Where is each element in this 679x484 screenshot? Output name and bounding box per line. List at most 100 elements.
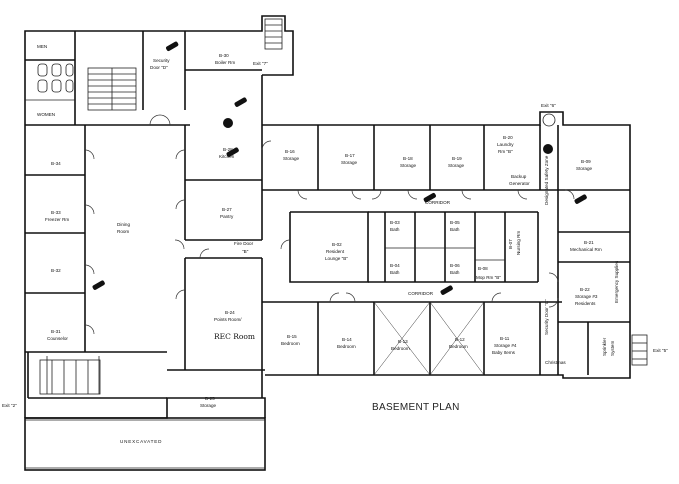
label-security-d-1: Security <box>153 58 170 63</box>
stair-icon <box>87 67 137 111</box>
stair-icon <box>631 334 648 366</box>
stair-icon <box>264 18 283 50</box>
label-b30-code: B-30 <box>219 53 229 58</box>
label-b17-name: Storage <box>341 160 358 165</box>
label-exit2: Exit "2" <box>2 403 17 408</box>
label-b16-name: Storage <box>283 156 300 161</box>
label-b02-code: B-02 <box>332 242 342 247</box>
left-wing-walls <box>24 15 294 471</box>
room-labels: MEN WOMEN Security Door "D" B-30 Boiler … <box>2 44 668 444</box>
stair-icon <box>39 359 101 395</box>
label-b08-name: Mop Rm "B" <box>476 275 501 280</box>
label-b20-name: Laundry <box>497 142 514 147</box>
label-backup-2: Generator <box>509 181 530 186</box>
label-b18-code: B-18 <box>403 156 413 161</box>
label-b13-code: B-13 <box>398 339 408 344</box>
label-b28-name: Kitchen <box>219 154 235 159</box>
label-b22-sub: Residents <box>575 301 596 306</box>
label-b09-code: B-09 <box>581 159 591 164</box>
label-b16-code: B-16 <box>285 149 295 154</box>
label-b15-name: Bedroom <box>281 341 300 346</box>
label-b19-code: B-19 <box>452 156 462 161</box>
label-b18-name: Storage <box>400 163 417 168</box>
label-b02-sub: Lounge "B" <box>325 256 348 261</box>
label-b12-code: B-12 <box>455 337 465 342</box>
label-b24-name: Points Room/ <box>214 317 242 322</box>
label-b21-name: Mechanical Rm <box>570 247 602 252</box>
label-b03-code: B-03 <box>390 220 400 225</box>
label-corridor-bottom: CORRIDOR <box>408 291 434 296</box>
label-fire-door-1: Fire Door <box>234 241 254 246</box>
label-b33-code: B-33 <box>51 210 61 215</box>
label-b24-handwritten: REC Room <box>214 332 255 341</box>
door-swing-icon <box>84 114 575 335</box>
label-men: MEN <box>37 44 47 49</box>
label-exit7: Exit "7" <box>253 61 268 66</box>
label-b20-code: B-20 <box>503 135 513 140</box>
toilet-icon <box>25 63 75 101</box>
label-b11-sub: Baby Items <box>492 350 516 355</box>
label-b06-name: Bath <box>450 270 460 275</box>
label-backup-1: Backup <box>511 174 527 179</box>
label-sprinkler-1: Sprinkler <box>602 337 607 356</box>
label-b32: B-32 <box>51 268 61 273</box>
label-b27-code: B-27 <box>222 207 232 212</box>
label-b15-code: B-15 <box>287 334 297 339</box>
label-fire-door-2: "B" <box>242 249 249 254</box>
label-b11-code: B-11 <box>500 336 510 341</box>
label-b19-name: Storage <box>448 163 465 168</box>
label-b31-name: Counselor <box>47 336 68 341</box>
label-b21-code: B-21 <box>584 240 594 245</box>
label-b04-code: B-04 <box>390 263 400 268</box>
label-b28-code: B-28 <box>223 147 233 152</box>
label-b20-sub: Rm "B" <box>498 149 513 154</box>
label-b06-code: B-06 <box>450 263 460 268</box>
label-b07-name: Nursing Rm <box>516 231 521 255</box>
label-dining-1: Dining <box>117 222 130 227</box>
label-dining-2: Room <box>117 229 129 234</box>
label-b12-name: Bedroom <box>449 344 468 349</box>
label-b33-name: Freezer Rm <box>45 217 69 222</box>
crossed-bedrooms <box>373 301 485 376</box>
label-b14-name: Bedroom <box>337 344 356 349</box>
label-corridor-top: CORRIDOR <box>425 200 451 205</box>
label-b14-code: B-14 <box>342 337 352 342</box>
left-column-partitions <box>25 31 265 399</box>
label-security-c: Security Door "C" <box>544 299 549 335</box>
label-b03-name: Bath <box>390 227 400 232</box>
label-b17-code: B-17 <box>345 153 355 158</box>
label-b11-name: Storage #4 <box>494 343 517 348</box>
plan-title: BASEMENT PLAN <box>372 402 460 413</box>
security-camera-icon <box>92 41 587 295</box>
label-b25-code: B-25 <box>205 396 215 401</box>
label-b31-code: B-31 <box>51 329 61 334</box>
label-b08-code: B-08 <box>478 266 488 271</box>
label-unexcavated: UNEXCAVATED <box>120 439 162 444</box>
label-emergency: Emergency Supplies <box>614 260 619 303</box>
label-b27-name: Pantry <box>220 214 234 219</box>
label-b22-code: B-22 <box>580 287 590 292</box>
label-b09-name: Storage <box>576 166 593 171</box>
label-security-d-2: Door "D" <box>150 65 168 70</box>
label-b25-name: Storage <box>200 403 217 408</box>
label-sprinkler-2: System <box>610 341 615 356</box>
label-b02-name: Resident <box>326 249 345 254</box>
label-b30-name: Boiler Rm <box>215 60 235 65</box>
label-b05-code: B-05 <box>450 220 460 225</box>
central-block-walls <box>289 211 539 283</box>
label-b07-code: B-07 <box>508 239 513 249</box>
label-christmas: Christmas <box>545 360 566 365</box>
label-b24-code: B-24 <box>225 310 235 315</box>
label-b22-name: Storage #3 <box>575 294 598 299</box>
label-safety-zone: Designated Safety Zone <box>544 155 549 205</box>
label-b34: B-34 <box>51 161 61 166</box>
label-b04-name: Bath <box>390 270 400 275</box>
label-b05-name: Bath <box>450 227 460 232</box>
label-women: WOMEN <box>37 112 55 117</box>
dome-camera-icon <box>223 113 556 154</box>
label-exit5: Exit "5" <box>653 348 668 353</box>
label-b13-name: Bedroom <box>391 346 410 351</box>
right-wing-walls <box>262 111 631 379</box>
label-exit6: Exit "6" <box>541 103 556 108</box>
